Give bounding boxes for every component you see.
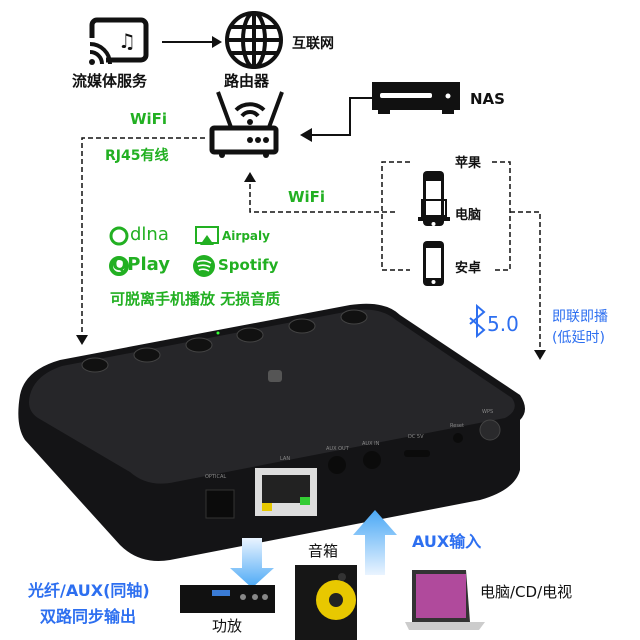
nas-label: NAS bbox=[470, 90, 505, 108]
low-latency-label: (低延时) bbox=[552, 330, 605, 346]
qplay-logo-icon bbox=[109, 256, 129, 276]
instant-label: 即联即播 bbox=[552, 309, 608, 325]
aux-in-label: AUX输入 bbox=[412, 532, 482, 551]
speaker-label: 音箱 bbox=[308, 542, 339, 560]
sources-label: 电脑/CD/电视 bbox=[480, 583, 573, 601]
svg-text:WPS: WPS bbox=[482, 409, 493, 415]
optical-port bbox=[205, 489, 235, 519]
svg-text:OPTICAL: OPTICAL bbox=[205, 474, 226, 480]
wifi-left-label: WiFi bbox=[130, 110, 168, 128]
spotify-logo: Spotify bbox=[218, 256, 279, 274]
android-phone-icon bbox=[423, 241, 444, 286]
input-arrow-icon bbox=[353, 510, 397, 575]
svg-text:AUX IN: AUX IN bbox=[362, 441, 380, 447]
sync-output-label: 双路同步输出 bbox=[40, 607, 137, 626]
globe-icon bbox=[225, 11, 283, 69]
reset-button bbox=[453, 433, 463, 443]
dlna-logo-icon bbox=[109, 226, 129, 246]
laptop-icon bbox=[418, 199, 450, 221]
svg-text:Reset: Reset bbox=[450, 423, 464, 429]
amplifier-icon bbox=[180, 585, 275, 613]
router-icon bbox=[209, 91, 284, 158]
dc-port bbox=[404, 450, 430, 457]
spotify-icon bbox=[193, 255, 215, 277]
svg-text:LAN: LAN bbox=[280, 456, 290, 462]
slogan: 可脱离手机播放 无损音质 bbox=[110, 290, 281, 308]
internet-label: 互联网 bbox=[292, 36, 334, 52]
wps-button bbox=[479, 419, 501, 441]
airplay-logo: Airpaly bbox=[222, 229, 270, 243]
bluetooth-version: 5.0 bbox=[487, 312, 519, 336]
dlna-logo: dlna bbox=[130, 224, 169, 245]
svg-text:AUX OUT: AUX OUT bbox=[326, 446, 350, 452]
laptop-source-icon bbox=[405, 570, 485, 630]
android-label: 安卓 bbox=[455, 261, 482, 276]
airplay-icon bbox=[195, 226, 219, 245]
computer-label: 电脑 bbox=[455, 208, 482, 223]
output-label: 光纤/AUX(同轴) bbox=[28, 581, 150, 600]
wifi-center-label: WiFi bbox=[288, 188, 326, 206]
speaker-icon bbox=[295, 565, 357, 640]
iphone-label: 苹果 bbox=[455, 156, 482, 171]
output-arrow-icon bbox=[230, 538, 274, 588]
svg-text:♫: ♫ bbox=[118, 29, 136, 53]
streamer-device: OPTICAL LAN AUX OUT AUX IN DC 5V Reset WPS bbox=[18, 303, 525, 561]
aux-out-port bbox=[328, 456, 346, 474]
streaming-label: 流媒体服务 bbox=[72, 72, 148, 90]
aux-in-port bbox=[363, 451, 381, 469]
nas-icon bbox=[372, 82, 460, 114]
bluetooth-icon bbox=[469, 303, 486, 339]
svg-text:DC 5V: DC 5V bbox=[408, 434, 424, 440]
amp-label: 功放 bbox=[212, 617, 243, 635]
cast-icon: ♫ bbox=[86, 17, 149, 65]
router-label: 路由器 bbox=[224, 72, 270, 90]
qplay-logo: QPlay bbox=[112, 254, 170, 275]
rj45-label: RJ45有线 bbox=[105, 148, 169, 164]
